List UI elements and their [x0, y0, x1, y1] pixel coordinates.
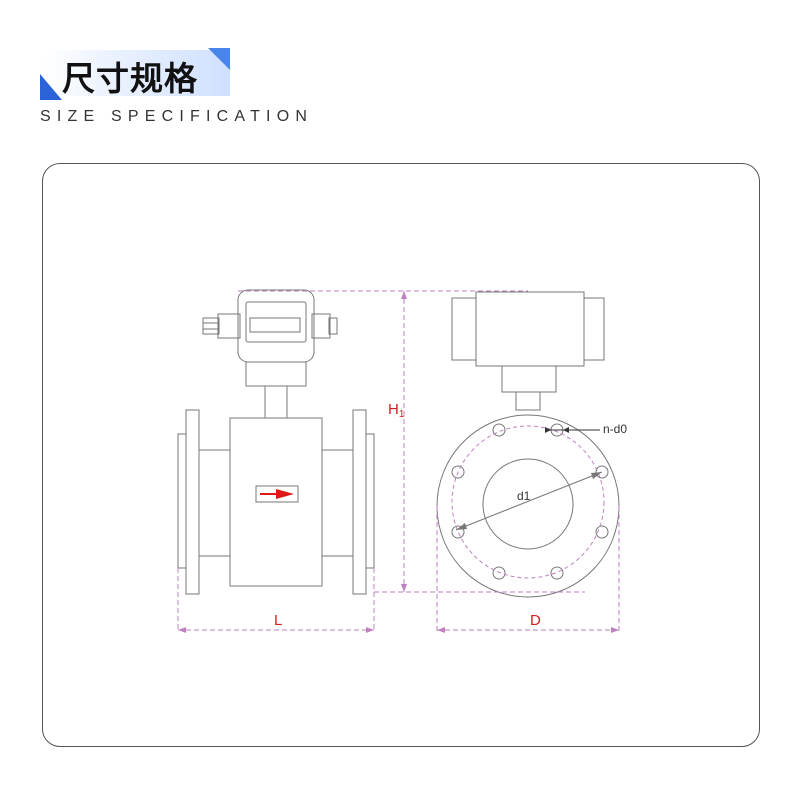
bolt-hole	[595, 465, 609, 479]
converter-housing	[237, 289, 315, 363]
converter-box	[475, 291, 585, 367]
side-view	[436, 291, 620, 598]
dimension-label-n-d0: n-d0	[603, 422, 627, 436]
title-background-band	[44, 50, 230, 96]
bolt-hole	[451, 525, 465, 539]
cable-gland-right	[311, 313, 338, 339]
flange-right-face	[365, 433, 375, 569]
bolt-hole	[550, 566, 564, 580]
dimension-label-d1: d1	[517, 489, 531, 503]
converter-window	[245, 301, 307, 343]
flange-left-face	[177, 433, 187, 569]
pipe-left	[198, 449, 231, 557]
cable-gland-left	[202, 313, 241, 339]
front-view	[177, 289, 375, 595]
flange-right	[352, 409, 367, 595]
bolt-circle	[451, 425, 605, 579]
dimension-arrows	[178, 291, 619, 633]
side-neck	[515, 391, 541, 411]
converter-display	[249, 317, 301, 333]
side-neck-base	[501, 365, 557, 393]
dimension-label-d: D	[530, 612, 541, 629]
bolt-hole	[492, 566, 506, 580]
flange-left	[185, 409, 200, 595]
neck	[264, 385, 288, 419]
section-subtitle: SIZE SPECIFICATION	[40, 108, 314, 125]
section-title: 尺寸规格	[62, 59, 198, 98]
dimension-label-h1: H1	[388, 401, 405, 420]
section-header: 尺寸规格 SIZE SPECIFICATION	[0, 0, 800, 150]
dimension-lines	[177, 290, 620, 632]
accent-triangle-left	[40, 74, 62, 100]
bolt-hole	[595, 525, 609, 539]
pipe-right	[321, 449, 354, 557]
flange-bore	[482, 458, 574, 550]
bolt-hole	[451, 465, 465, 479]
converter-end-cap-right	[583, 297, 605, 361]
accent-triangle-right	[208, 48, 230, 70]
flange-outer-circle	[436, 414, 620, 598]
diagram-panel	[42, 163, 760, 747]
converter-end-cap-left	[451, 297, 477, 361]
dimension-label-l: L	[274, 612, 282, 629]
red-arrow-right-icon	[255, 485, 299, 503]
bolt-hole	[492, 423, 506, 437]
d1-dimension-line	[455, 471, 603, 531]
converter-base	[245, 361, 307, 387]
